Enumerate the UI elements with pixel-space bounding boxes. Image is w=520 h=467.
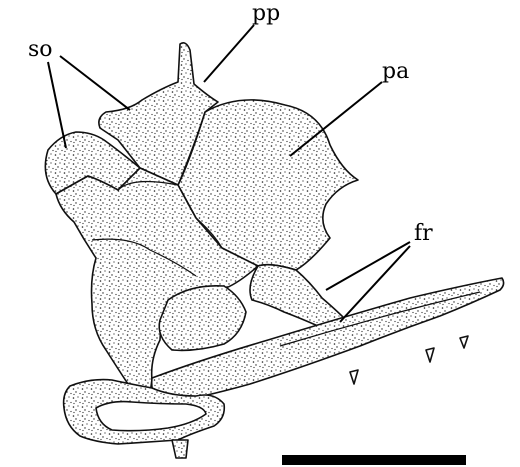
frontal-bone bbox=[250, 265, 344, 326]
leader-so-b bbox=[48, 62, 66, 148]
label-pa: pa bbox=[382, 59, 409, 84]
tooth-2 bbox=[426, 348, 434, 362]
ventral-peg bbox=[172, 440, 188, 458]
scale-bar bbox=[282, 455, 466, 465]
leader-fr-a bbox=[326, 242, 410, 290]
label-so: so bbox=[28, 37, 53, 62]
tooth-3 bbox=[460, 336, 468, 348]
label-fr: fr bbox=[414, 221, 433, 246]
leader-pp bbox=[204, 25, 254, 82]
label-pp: pp bbox=[252, 1, 280, 26]
leader-so-a bbox=[60, 56, 130, 110]
tooth-1 bbox=[350, 370, 358, 384]
